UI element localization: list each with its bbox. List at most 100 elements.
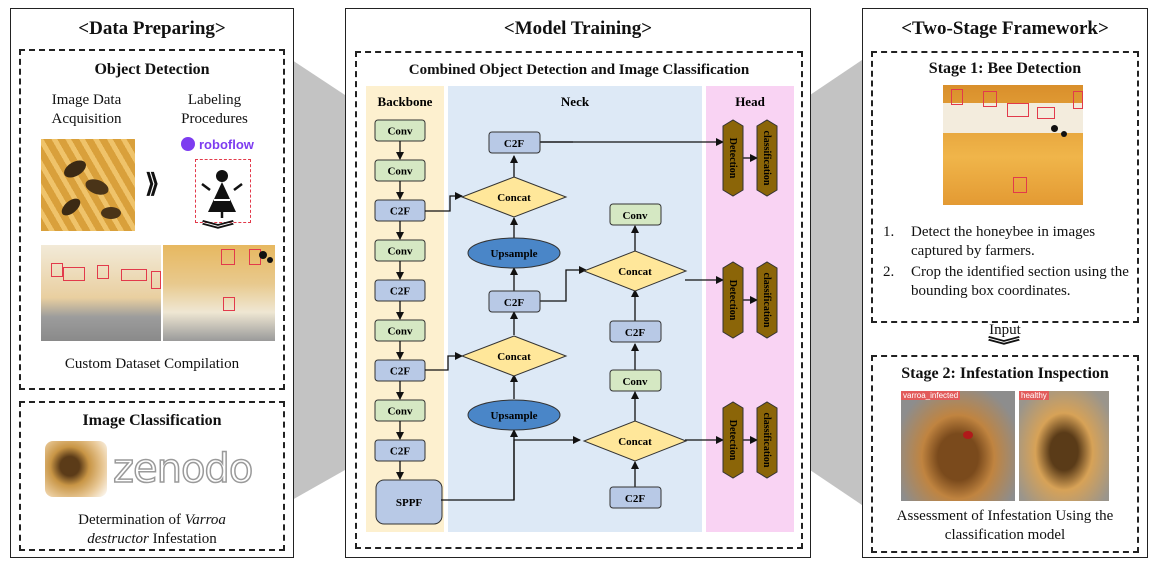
c2f-right-mid <box>609 320 662 343</box>
bee-photo <box>41 139 135 231</box>
connector-left <box>292 60 345 500</box>
two-stage-title: <Two-Stage Framework> <box>901 18 1109 39</box>
dataset-caption: Custom Dataset Compilation <box>64 356 240 372</box>
input-label: Input <box>989 322 1021 338</box>
stage2-title: Stage 2: Infestation Inspection <box>901 365 1109 382</box>
svg-text:Concat: Concat <box>618 436 652 448</box>
head-column <box>706 86 794 532</box>
svg-text:Conv: Conv <box>622 376 648 388</box>
classification-block-label: classification <box>761 273 772 328</box>
classification-block-label: classification <box>761 413 772 468</box>
roboflow-mark-icon <box>181 137 195 152</box>
backbone-block-label: C2F <box>390 366 410 378</box>
backbone-block-label: Conv <box>387 126 413 138</box>
stage1-step-2: 2. Crop the identified section using the… <box>883 264 1129 299</box>
svg-text:C2F: C2F <box>625 327 645 339</box>
svg-text:Conv: Conv <box>622 210 648 222</box>
conv-right-top <box>609 203 662 226</box>
data-preparing-title: <Data Preparing> <box>78 18 226 39</box>
backbone-block-10 <box>375 479 443 525</box>
labeling-label: Labeling Procedures <box>181 92 248 127</box>
classification-block-2 <box>756 261 778 339</box>
image-classification-box: Image Classification zenodo Determinatio… <box>19 401 285 551</box>
image-classification-title: Image Classification <box>82 412 222 429</box>
backbone-block-label: C2F <box>390 206 410 218</box>
bee-shapes <box>61 160 121 219</box>
combined-model-box: Combined Object Detection and Image Clas… <box>355 51 803 549</box>
bee-closeup-photo <box>45 441 107 497</box>
detection-block-3 <box>722 401 744 479</box>
acquisition-label: Image Data Acquisition <box>51 92 122 127</box>
bee-detection-image <box>943 85 1083 205</box>
healthy-tag: healthy <box>1019 391 1049 400</box>
connector-right <box>810 60 862 505</box>
c2f-right-bottom <box>609 486 662 509</box>
chevron-down-icon: ︾ <box>201 220 235 240</box>
detection-block-2 <box>722 261 744 339</box>
concat-right-top <box>582 250 688 292</box>
detection-block-1 <box>722 119 744 197</box>
upsample-b <box>467 399 561 431</box>
infected-bee-image: varroa_infected <box>901 391 1015 501</box>
concat-a <box>460 176 568 218</box>
svg-text:Concat: Concat <box>497 192 531 204</box>
roboflow-logo: roboflow <box>181 135 261 153</box>
svg-text:C2F: C2F <box>504 138 524 150</box>
svg-text:Concat: Concat <box>618 266 652 278</box>
zenodo-logo: zenodo <box>112 446 254 492</box>
stage1-step-1: 1. Detect the honeybee in images capture… <box>883 224 1096 259</box>
stage1-title: Stage 1: Bee Detection <box>928 60 1082 77</box>
two-stage-panel: <Two-Stage Framework> Stage 1: Bee Detec… <box>862 8 1148 558</box>
neck-header: Neck <box>561 94 590 109</box>
svg-text:Upsample: Upsample <box>490 248 537 260</box>
detection-block-label: Detection <box>727 138 738 179</box>
classification-block-3 <box>756 401 778 479</box>
combined-model-title: Combined Object Detection and Image Clas… <box>408 62 750 78</box>
stage2-box: Stage 2: Infestation Inspection varroa_i… <box>871 355 1139 553</box>
healthy-bee-image: healthy <box>1019 391 1109 501</box>
backbone-block-label: Conv <box>387 406 413 418</box>
infected-tag: varroa_infected <box>901 391 961 400</box>
model-training-title: <Model Training> <box>503 18 653 39</box>
backbone-block-label: Conv <box>387 166 413 178</box>
classification-block-label: classification <box>761 131 772 186</box>
backbone-block-label: Conv <box>387 326 413 338</box>
stage1-box: Stage 1: Bee Detection 1. Detect the hon… <box>871 51 1139 323</box>
detection-block-label: Detection <box>727 280 738 321</box>
concat-right-bottom <box>582 420 688 462</box>
neck-nodes: C2F Concat Upsample C2F Concat Upsample … <box>460 131 688 509</box>
conv-right-mid <box>609 369 662 392</box>
head-header: Head <box>735 94 765 109</box>
object-detection-title: Object Detection <box>94 61 210 78</box>
svg-text:C2F: C2F <box>504 297 524 309</box>
backbone-block-label: Conv <box>387 246 413 258</box>
backbone-column <box>366 86 444 532</box>
detection-block-label: Detection <box>727 420 738 461</box>
dataset-image-left <box>41 245 161 341</box>
svg-text:Concat: Concat <box>497 351 531 363</box>
stage2-caption: Assessment of Infestation Using the clas… <box>896 508 1114 543</box>
backbone-block-label: SPPF <box>396 497 423 509</box>
upsample-a <box>467 237 561 269</box>
dataset-image-right <box>163 245 275 341</box>
c2f-mid <box>488 290 541 313</box>
object-detection-box: Object Detection Image Data Acquisition … <box>19 49 285 390</box>
svg-text:Upsample: Upsample <box>490 410 537 422</box>
concat-b <box>460 335 568 377</box>
neck-column <box>448 86 702 532</box>
data-preparing-panel: <Data Preparing> Object Detection Image … <box>10 8 294 558</box>
svg-text:C2F: C2F <box>625 493 645 505</box>
classification-block-1 <box>756 119 778 197</box>
backbone-block-label: C2F <box>390 286 410 298</box>
backbone-header: Backbone <box>378 94 433 109</box>
c2f-top <box>488 131 541 154</box>
chevron-down-icon: ︾ <box>987 336 1021 356</box>
bee-label-icon <box>195 159 251 223</box>
chevron-right-icon: ⟫ <box>145 169 160 198</box>
backbone-block-label: C2F <box>390 446 410 458</box>
